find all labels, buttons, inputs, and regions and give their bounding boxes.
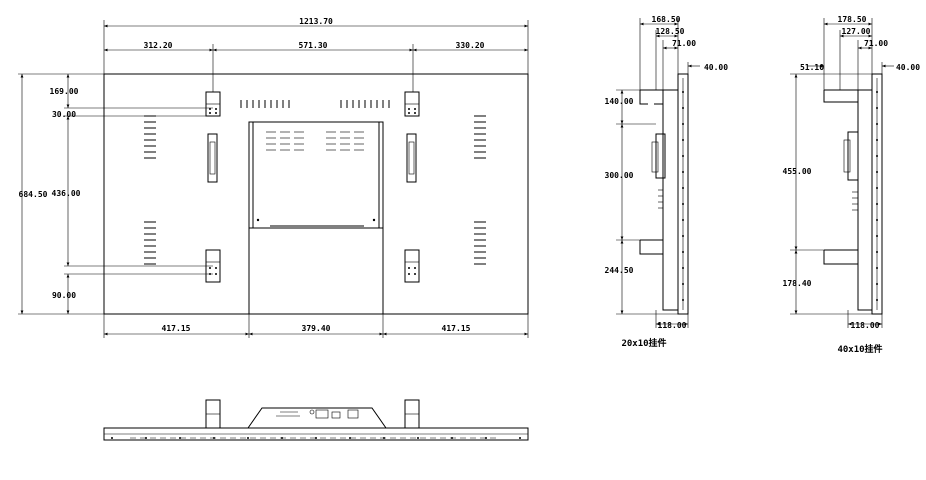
side-b-dim-top-3: 71.00: [864, 39, 888, 48]
side-a-dim-v1: 140.00: [605, 97, 634, 106]
side-a-dim-v2: 300.00: [605, 171, 634, 180]
side-a-rail-hole: [682, 203, 684, 205]
side-view-b: 178.50 127.00 71.00 51.10 40.00 455.00 1…: [783, 15, 921, 355]
side-a-rail-hole: [682, 251, 684, 253]
vent-top-left: [240, 100, 290, 108]
dim-bottom-right: 417.15: [442, 324, 471, 333]
bottom-view-fastener: [247, 437, 249, 439]
side-a-dim-top-2: 128.50: [656, 27, 685, 36]
side-b-dim-v2: 178.40: [783, 279, 812, 288]
side-b-dim-left: 51.10: [800, 63, 824, 72]
side-a-rail-hole: [682, 139, 684, 141]
side-b-rail-hole: [876, 299, 878, 301]
bottom-view-fastener: [179, 437, 181, 439]
dim-bracket-spacing: 436.00: [52, 189, 81, 198]
dim-bottom-center: 379.40: [302, 324, 331, 333]
side-a-rail-hole: [682, 187, 684, 189]
bottom-view-fastener: [451, 437, 453, 439]
side-a-rail-hole: [682, 219, 684, 221]
side-b-dim-v1: 455.00: [783, 167, 812, 176]
slots-right-lower: [474, 221, 486, 265]
side-a-rail-hole: [682, 91, 684, 93]
side-b-dim-top-1: 178.50: [838, 15, 867, 24]
bottom-view-fastener: [111, 437, 113, 439]
slots-left-upper: [144, 115, 156, 159]
side-b-rail-hole: [876, 107, 878, 109]
side-a-dim-top-3: 71.00: [672, 39, 696, 48]
bottom-view: [103, 399, 529, 441]
side-b-rail-hole: [876, 91, 878, 93]
side-b-rail-hole: [876, 155, 878, 157]
dim-overall-width: 1213.70: [299, 17, 333, 26]
side-b-rail-hole: [876, 283, 878, 285]
bottom-view-fastener: [145, 437, 147, 439]
side-a-rail-hole: [682, 171, 684, 173]
side-a-dim-top-1: 168.50: [652, 15, 681, 24]
slots-right-upper: [474, 115, 486, 159]
side-a-dim-bottom: 118.00: [658, 321, 687, 330]
bottom-view-fastener: [383, 437, 385, 439]
bottom-view-fastener: [417, 437, 419, 439]
bottom-view-fastener: [315, 437, 317, 439]
side-b-rail-hole: [876, 123, 878, 125]
dim-segment-right: 330.20: [456, 41, 485, 50]
bottom-view-fastener: [213, 437, 215, 439]
side-a-dim-v3: 244.50: [605, 266, 634, 275]
bottom-view-fastener: [519, 437, 521, 439]
side-b-rail-hole: [876, 171, 878, 173]
side-a-rail-hole: [682, 155, 684, 157]
vent-top-right: [340, 100, 390, 108]
panel-outline: [103, 73, 529, 315]
side-b-dim-bottom: 118.00: [851, 321, 880, 330]
side-view-a: 168.50 128.50 71.00 40.00 140.00 300.00 …: [605, 15, 729, 349]
side-b-rail-hole: [876, 203, 878, 205]
dim-overall-height: 684.50: [19, 190, 48, 199]
side-a-rail-hole: [682, 299, 684, 301]
dim-segment-center: 571.30: [299, 41, 328, 50]
mount-bracket-top-left: [205, 91, 221, 117]
dim-top-offset: 169.00: [50, 87, 79, 96]
side-a-caption: 20x10挂件: [621, 337, 666, 349]
side-b-dim-right: 40.00: [896, 63, 920, 72]
hanger-right: [406, 133, 417, 183]
bottom-view-fastener: [349, 437, 351, 439]
mount-bracket-bottom-right: [404, 249, 420, 283]
side-b-rail-hole: [876, 267, 878, 269]
side-a-rail-hole: [682, 235, 684, 237]
side-b-rail-hole: [876, 139, 878, 141]
side-a-rail-hole: [682, 107, 684, 109]
bottom-view-fastener: [281, 437, 283, 439]
side-b-rail-hole: [876, 235, 878, 237]
dim-segment-left: 312.20: [144, 41, 173, 50]
side-b-caption: 40x10挂件: [837, 343, 882, 355]
side-a-dim-right: 40.00: [704, 63, 728, 72]
side-b-rail-hole: [876, 187, 878, 189]
dim-bottom-left: 417.15: [162, 324, 191, 333]
slots-left-lower: [144, 221, 156, 265]
side-a-rail-hole: [682, 283, 684, 285]
dim-bottom-offset: 90.00: [52, 291, 76, 300]
side-b-rail-hole: [876, 219, 878, 221]
side-a-rail-hole: [682, 267, 684, 269]
rear-electronics-box: [248, 121, 384, 314]
hanger-left: [207, 133, 218, 183]
dim-bracket-offset: 30.00: [52, 110, 76, 119]
mount-bracket-top-right: [404, 91, 420, 117]
bottom-view-fastener: [485, 437, 487, 439]
side-a-rail-hole: [682, 123, 684, 125]
side-b-dim-top-2: 127.00: [842, 27, 871, 36]
side-b-rail-hole: [876, 251, 878, 253]
front-view: 1213.70 312.20 571.30 330.20 684.50 169.…: [18, 17, 529, 338]
mount-bracket-bottom-left: [205, 249, 221, 283]
